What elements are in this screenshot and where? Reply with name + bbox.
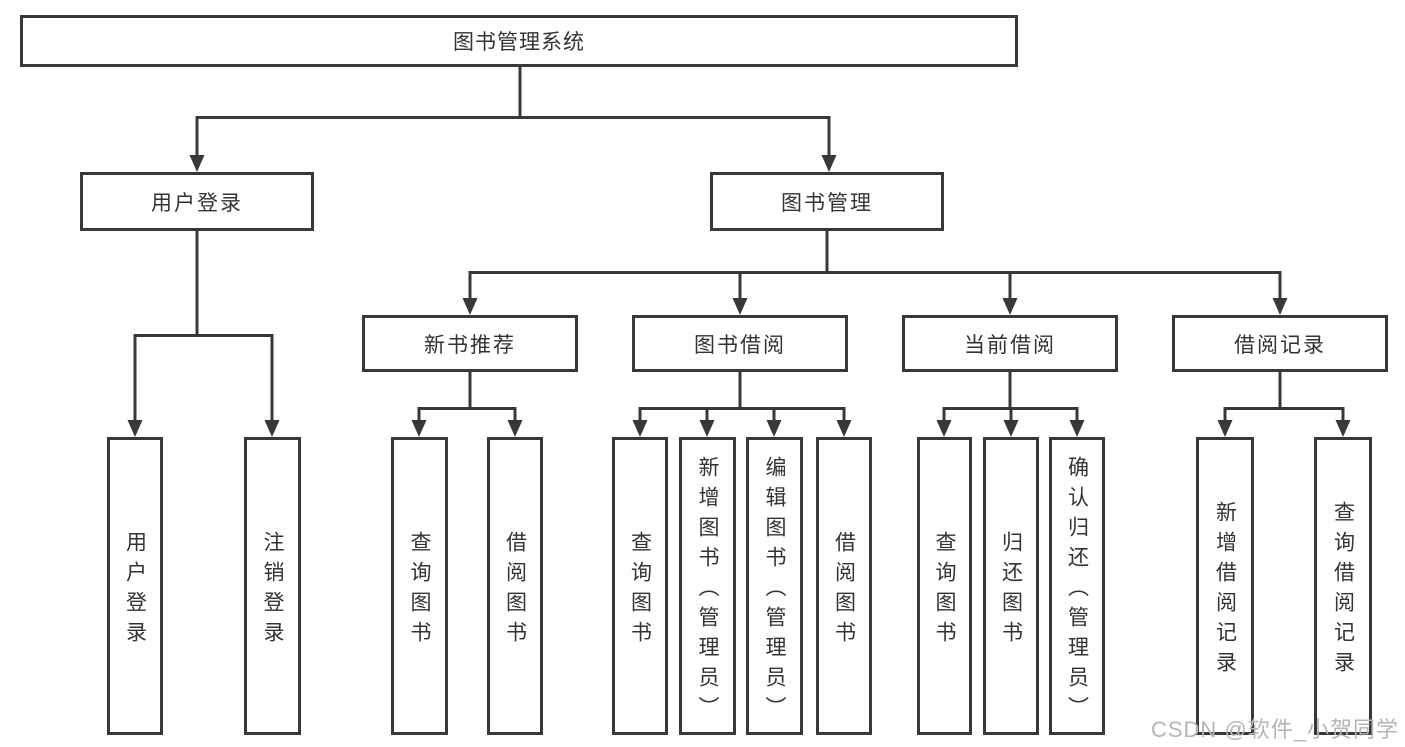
node-label: 新书推荐 xyxy=(424,333,516,357)
leaf-logout-login: 注销登录 xyxy=(244,437,301,735)
node-label: 借阅图书 xyxy=(832,530,856,651)
arrow-down-icon xyxy=(1002,298,1018,315)
arrow-down-icon xyxy=(264,420,280,437)
node-label: 注销登录 xyxy=(261,530,284,651)
leaf-confirm-return-admin: 确认归还（管理员） xyxy=(1049,437,1105,735)
leaf-borrow-books-borrow: 借阅图书 xyxy=(816,437,872,735)
node-label: 用户登录 xyxy=(151,191,243,215)
node-label: 编辑图书（管理员） xyxy=(763,455,786,726)
arrow-down-icon xyxy=(1003,420,1019,437)
node-current-borrow: 当前借阅 xyxy=(902,315,1118,372)
arrow-down-icons xyxy=(127,155,1351,437)
leaf-borrow-books-newbooks: 借阅图书 xyxy=(487,437,543,735)
node-label: 归还图书 xyxy=(999,530,1023,651)
node-label: 图书管理系统 xyxy=(453,31,585,54)
leaf-add-book-admin: 新增图书（管理员） xyxy=(679,437,736,735)
arrow-down-icon xyxy=(632,420,648,437)
leaf-edit-book-admin: 编辑图书（管理员） xyxy=(746,437,803,735)
leaf-query-books-current: 查询图书 xyxy=(917,437,972,735)
leaf-add-borrow-record: 新增借阅记录 xyxy=(1196,437,1254,735)
node-root-system: 图书管理系统 xyxy=(20,15,1018,67)
arrow-down-icon xyxy=(507,420,523,437)
node-label: 用户登录 xyxy=(123,530,147,651)
arrow-down-icon xyxy=(462,298,478,315)
node-label: 查询图书 xyxy=(933,530,956,651)
node-label: 图书借阅 xyxy=(694,333,786,357)
leaf-query-borrow-record: 查询借阅记录 xyxy=(1314,437,1372,735)
arrow-down-icon xyxy=(1272,298,1288,315)
arrow-down-icon xyxy=(1335,420,1351,437)
node-label: 图书管理 xyxy=(781,191,873,215)
arrow-down-icon xyxy=(836,420,852,437)
leaf-query-books-borrow: 查询图书 xyxy=(612,437,668,735)
node-borrow-records: 借阅记录 xyxy=(1172,315,1388,372)
node-book-management: 图书管理 xyxy=(710,172,944,231)
arrow-down-icon xyxy=(1217,420,1233,437)
arrow-down-icon xyxy=(699,420,715,437)
leaf-user-login: 用户登录 xyxy=(107,437,163,735)
node-label: 查询图书 xyxy=(628,530,652,651)
arrow-down-icon xyxy=(821,155,837,172)
arrow-down-icon xyxy=(1069,420,1085,437)
node-user-login: 用户登录 xyxy=(80,172,314,231)
arrow-down-icon xyxy=(411,420,427,437)
arrow-down-icon xyxy=(766,420,782,437)
node-book-borrow: 图书借阅 xyxy=(632,315,848,372)
arrow-down-icon xyxy=(732,298,748,315)
node-label: 新增图书（管理员） xyxy=(696,455,719,726)
node-label: 查询借阅记录 xyxy=(1331,500,1355,681)
node-label: 确认归还（管理员） xyxy=(1065,455,1089,726)
arrow-down-icon xyxy=(936,420,952,437)
node-label: 查询图书 xyxy=(408,530,431,651)
node-label: 借阅记录 xyxy=(1234,333,1326,357)
node-label: 当前借阅 xyxy=(964,333,1056,357)
leaf-query-books-newbooks: 查询图书 xyxy=(391,437,448,735)
leaf-return-book: 归还图书 xyxy=(983,437,1039,735)
node-label: 借阅图书 xyxy=(503,530,527,651)
arrow-down-icon xyxy=(127,420,143,437)
node-new-book-recommend: 新书推荐 xyxy=(362,315,578,372)
arrow-down-icon xyxy=(189,155,205,172)
node-label: 新增借阅记录 xyxy=(1213,500,1237,681)
